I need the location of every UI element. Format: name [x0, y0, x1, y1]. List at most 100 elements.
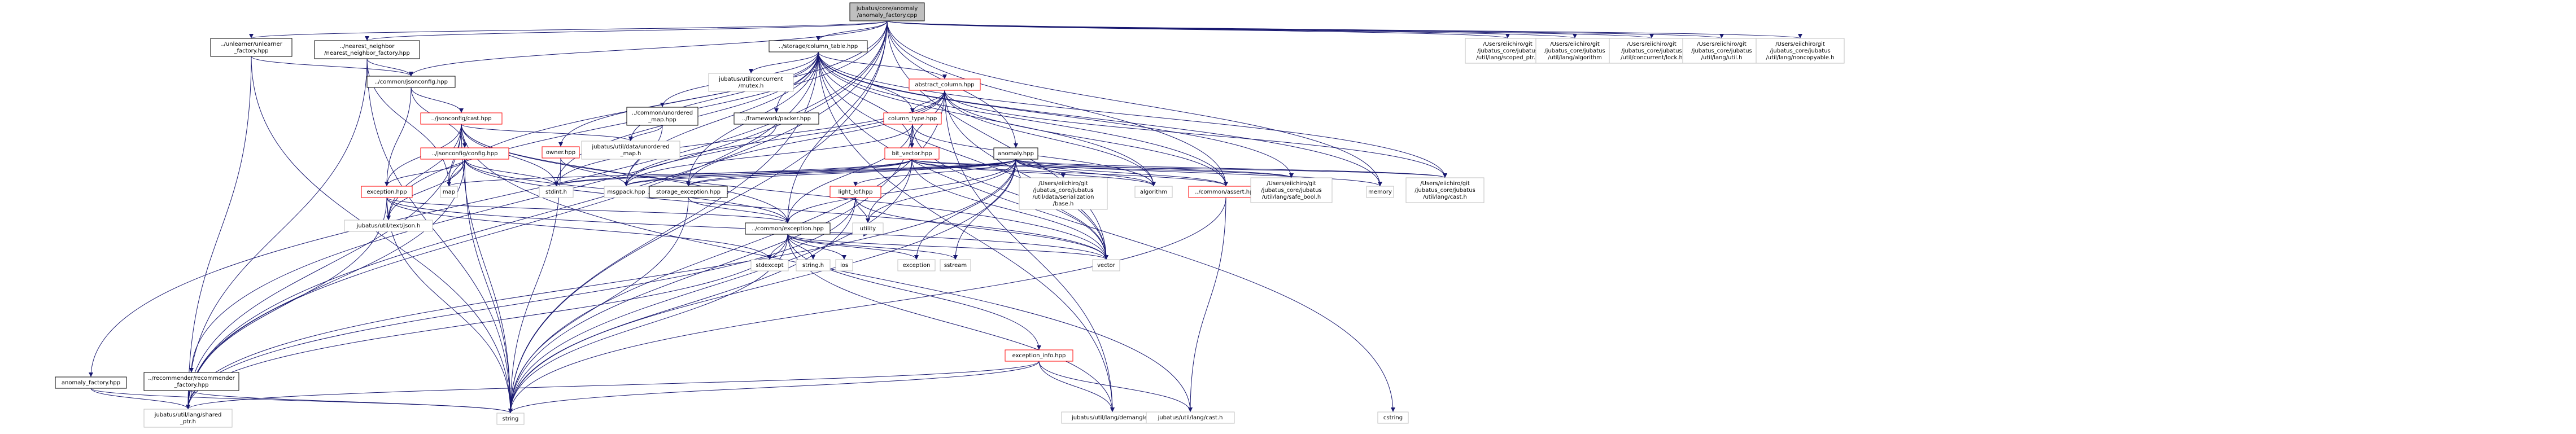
- node-box: [1250, 177, 1333, 203]
- edge-common_exception-to-string: [508, 234, 788, 414]
- edge-nn_factory-to-jsonconfig: [366, 58, 413, 77]
- edge-jc_cast-to-text_json: [386, 124, 462, 221]
- edge-storage_ct-to-algorithm: [818, 51, 1156, 187]
- node-stdint: stdint.h: [539, 186, 574, 198]
- edge-common_exception-to-exception_info: [787, 234, 1041, 350]
- node-unordered-map[interactable]: ../common/unordered_map.hpp: [626, 107, 698, 126]
- edge-root-to-u_noncopyable: [887, 20, 1802, 39]
- edge-bit_vector-to-msgpack: [624, 159, 912, 187]
- edge-abstract_column-to-storage_exception: [686, 90, 945, 187]
- node-jsonconfig[interactable]: ../common/jsonconfig.hpp: [366, 76, 456, 88]
- node-label-line: vector: [1097, 262, 1116, 269]
- node-storage-ct[interactable]: ../storage/column_table.hpp: [769, 40, 868, 52]
- node-label-line: msgpack.hpp: [607, 189, 645, 195]
- edge-abstract_column-to-demangle: [944, 90, 1115, 413]
- node-label-line: sstream: [944, 262, 967, 269]
- node-framework-packer[interactable]: ../framework/packer.hpp: [733, 112, 819, 125]
- node-label-line: ../common/jsonconfig.hpp: [374, 79, 448, 85]
- node-string-h: string.h: [796, 259, 831, 271]
- node-cstring: cstring: [1377, 411, 1409, 424]
- node-box: [1405, 177, 1485, 203]
- node-label-line: /jubatus_core/jubatus: [1033, 187, 1094, 194]
- edge-anomaly_hpp-to-sstream: [953, 159, 1016, 260]
- node-label-line: jubatus/util/concurrent: [718, 76, 783, 82]
- node-box: [849, 2, 925, 21]
- node-u-algorithm: /Users/eiichiro/git/jubatus_core/jubatus…: [1535, 38, 1614, 64]
- edge-exception_info-to-string: [508, 361, 1040, 414]
- edge-unlearner-to-jsonconfig: [251, 56, 413, 77]
- node-label-line: map: [443, 189, 455, 195]
- node-label-line: /jubatus_core/jubatus: [1477, 48, 1538, 54]
- node-unlearner[interactable]: ../unlearner/unlearner_factory.hpp: [210, 38, 292, 57]
- node-anomaly-hpp[interactable]: anomaly.hpp: [993, 147, 1038, 160]
- node-jc-config[interactable]: ../jsonconfig/config.hpp: [420, 147, 509, 160]
- node-common-exception[interactable]: ../common/exception.hpp: [745, 222, 831, 235]
- node-column-type[interactable]: column_type.hpp: [883, 112, 942, 125]
- edge-anomaly_hpp-to-map: [447, 159, 1016, 187]
- node-label-line: /anomaly_factory.cpp: [857, 12, 918, 19]
- node-label-line: _factory.hpp: [233, 48, 268, 54]
- node-label-line: /util/lang/cast.h: [1423, 194, 1467, 200]
- node-box: [897, 259, 936, 271]
- node-exception-hpp[interactable]: exception.hpp: [361, 186, 413, 198]
- node-abstract-column[interactable]: abstract_column.hpp: [909, 78, 981, 91]
- node-box: [649, 186, 728, 198]
- node-label-line: /Users/eiichiro/git: [1627, 41, 1676, 47]
- node-storage-exception[interactable]: storage_exception.hpp: [649, 186, 728, 198]
- edge-anomaly_hpp-to-common_exception: [785, 159, 1016, 223]
- node-box: [626, 107, 698, 126]
- node-label-line: ../unlearner/unlearner: [220, 41, 283, 47]
- node-ios: ios: [835, 259, 853, 271]
- node-owner[interactable]: owner.hpp: [542, 146, 580, 159]
- node-u-safe-bool: /Users/eiichiro/git/jubatus_core/jubatus…: [1250, 177, 1333, 203]
- edge-column_type-to-string: [508, 124, 913, 414]
- node-label-line: /jubatus_core/jubatus: [1544, 48, 1605, 54]
- node-box: [604, 186, 649, 198]
- edge-exception_hpp-to-stdexcept: [386, 197, 772, 260]
- node-label-line: /jubatus_core/jubatus: [1770, 48, 1831, 54]
- node-u-util: /Users/eiichiro/git/jubatus_core/jubatus…: [1682, 38, 1761, 64]
- edge-anomaly_hpp-to-string: [508, 159, 1016, 414]
- node-label-line: ../recommender/recommender: [148, 375, 235, 382]
- node-bit-vector[interactable]: bit_vector.hpp: [884, 147, 940, 160]
- node-anomaly-factory[interactable]: anomaly_factory.hpp: [55, 376, 127, 389]
- node-jc-cast[interactable]: ../jsonconfig/cast.hpp: [420, 112, 503, 125]
- node-label-line: /nearest_neighbor_factory.hpp: [324, 50, 410, 56]
- edge-jsonconfig-to-jc_cast: [411, 87, 464, 113]
- node-box: [769, 40, 868, 52]
- edge-root-to-u_util: [887, 20, 1724, 39]
- node-box: [55, 376, 127, 389]
- edge-root-to-scoped_ptr: [887, 20, 1510, 39]
- node-nn-factory[interactable]: ../nearest_neighbor/nearest_neighbor_fac…: [314, 40, 420, 59]
- node-box: [852, 222, 884, 235]
- edge-root-to-common_exception: [785, 20, 888, 223]
- edge-owner-to-string: [508, 157, 561, 414]
- node-box: [420, 112, 503, 125]
- node-box: [1535, 38, 1614, 64]
- edge-storage_ct-to-common_assert: [818, 51, 1228, 187]
- edge-jc_config-to-shared_ptr: [186, 159, 465, 410]
- node-rec-factory[interactable]: ../recommender/recommender_factory.hpp: [143, 372, 239, 391]
- edge-root-to-jsonconfig: [409, 20, 888, 77]
- node-label-line: anomaly.hpp: [998, 151, 1034, 157]
- edge-storage_ct-to-demangle: [818, 51, 1115, 413]
- node-box: [909, 78, 981, 91]
- node-label-line: ../jsonconfig/cast.hpp: [431, 116, 491, 122]
- edge-storage_ct-to-cstring: [818, 51, 1395, 413]
- dependency-nodes: jubatus/core/anomaly/anomaly_factory.cpp…: [55, 2, 1845, 428]
- node-root[interactable]: jubatus/core/anomaly/anomaly_factory.cpp: [849, 2, 925, 21]
- node-box: [1146, 411, 1235, 424]
- node-label-line: /util/lang/safe_bool.h: [1262, 194, 1321, 200]
- edge-owner-to-msgpack: [560, 157, 628, 187]
- node-label-line: utility: [860, 226, 876, 232]
- edge-root-to-storage_ct: [816, 20, 888, 41]
- edge-exception_hpp-to-common_exception: [386, 197, 790, 223]
- node-exception-info[interactable]: exception_info.hpp: [1005, 349, 1073, 362]
- node-util-unordered: jubatus/util/data/unordered_map.h: [581, 141, 680, 160]
- node-label-line: _map.h: [620, 151, 641, 157]
- edge-common_exception-to-vector: [787, 234, 1108, 260]
- node-light-lof[interactable]: light_lof.hpp: [829, 186, 881, 198]
- node-msgpack: msgpack.hpp: [604, 186, 649, 198]
- edge-jc_config-to-string: [464, 159, 513, 414]
